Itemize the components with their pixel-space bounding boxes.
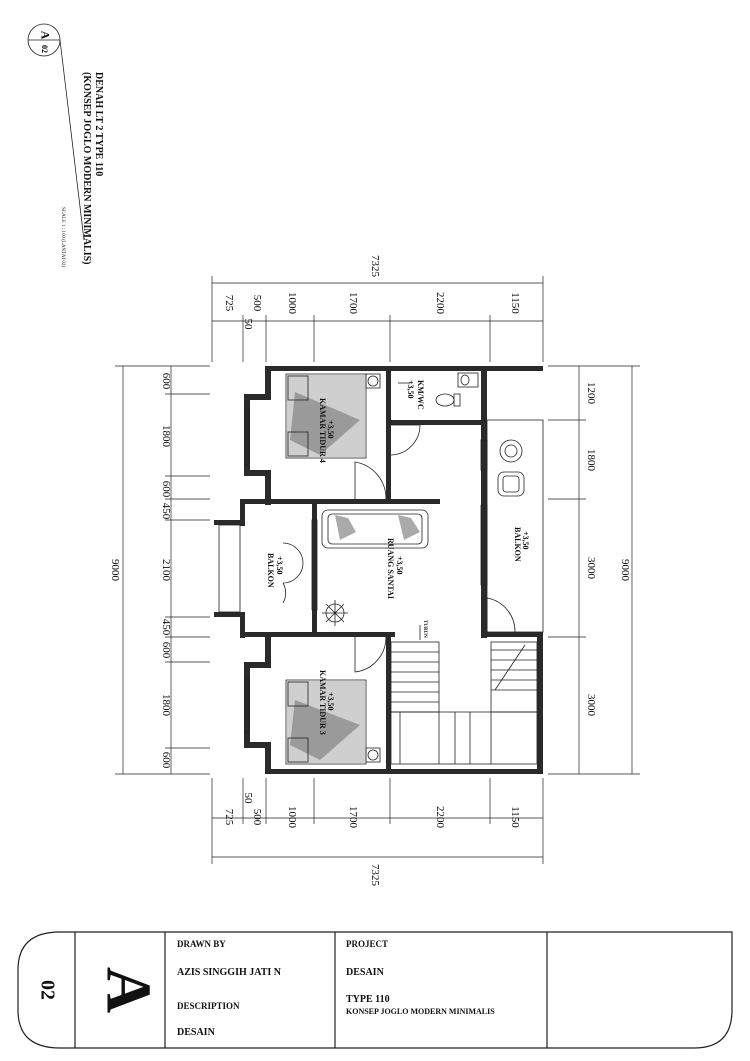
walls xyxy=(214,366,543,774)
label-balkon-right: BALKON xyxy=(513,527,522,562)
dim-bottom-seg-7: 1150 xyxy=(509,806,521,828)
dim-bottom-seg-1: 725 xyxy=(223,809,235,826)
label-ruang-santai: RUANG SANTAI xyxy=(386,538,395,599)
dim-bottom-seg-4: 1000 xyxy=(286,806,298,829)
dimensions-right: 9000 1200 1800 3000 3000 xyxy=(548,365,640,775)
description-label: DESCRIPTION xyxy=(177,1001,240,1011)
level-balkon-left: +3,50 xyxy=(275,556,284,575)
dim-bottom-seg-2: 500 xyxy=(251,809,263,826)
sheet-tag: A 02 xyxy=(27,23,85,241)
dim-right-seg-3: 3000 xyxy=(585,557,597,580)
dim-left-seg-8: 1800 xyxy=(160,694,172,717)
dim-bottom-overall: 7325 xyxy=(369,864,381,887)
dim-top-overall: 7325 xyxy=(369,255,381,278)
doors xyxy=(282,424,516,673)
description-value: DESAIN xyxy=(177,1027,216,1038)
level-ruang-santai: +3,50 xyxy=(395,556,404,575)
dim-bottom-seg-5: 1700 xyxy=(347,806,359,829)
dim-top-seg-3: 50 xyxy=(242,319,254,331)
scale-note: SCALE 1 : 100 (LANTAI 02) xyxy=(60,207,65,267)
project-line-2: TYPE 110 xyxy=(346,994,390,1005)
dim-top-seg-1: 725 xyxy=(223,295,235,312)
dim-left-seg-7: 600 xyxy=(160,642,172,659)
title-line-2: (KONSEP JOGLO MODERN MINIMALIS) xyxy=(81,72,92,265)
level-kamar-tidur-3: +3,50 xyxy=(326,692,335,711)
project-line-3: KONSEP JOGLO MODERN MINIMALIS xyxy=(346,1007,495,1016)
dim-left-seg-9: 600 xyxy=(160,752,172,769)
sheet-title: DENAH LT 2 TYPE 110 (KONSEP JOGLO MODERN… xyxy=(60,72,104,267)
dimensions-top: 7325 725 500 50 1000 1700 2200 1150 xyxy=(211,255,544,362)
dim-right-seg-2: 1800 xyxy=(585,449,597,472)
dim-bottom-seg-3: 50 xyxy=(242,793,254,805)
dim-top-seg-6: 2200 xyxy=(434,292,446,315)
floor-plan: KAMAR TIDUR 4 +3,50 KM/WC +3,50 BALKON +… xyxy=(109,255,640,887)
dimensions-left: 9000 600 1800 600 450 2100 450 600 1800 … xyxy=(109,365,210,775)
dim-top-seg-7: 1150 xyxy=(509,292,521,314)
dim-top-seg-2: 500 xyxy=(251,295,263,312)
dimensions-bottom: 7325 725 500 50 1000 1700 2200 1150 xyxy=(211,778,544,887)
dim-left-seg-5: 2100 xyxy=(160,559,172,582)
dim-left-seg-2: 1800 xyxy=(160,425,172,448)
bathroom-fixtures xyxy=(398,372,479,407)
label-stair-turun: TURUN xyxy=(422,620,427,638)
dim-left-seg-4: 450 xyxy=(160,503,172,520)
drawn-by-label: DRAWN BY xyxy=(177,939,226,949)
bed-kamar-3 xyxy=(285,679,381,765)
label-balkon-left: BALKON xyxy=(266,553,275,588)
sofa-ruang-santai xyxy=(321,509,429,626)
dim-bottom-seg-6: 2200 xyxy=(434,806,446,829)
project-label: PROJECT xyxy=(346,939,388,949)
dim-left-seg-1: 600 xyxy=(160,373,172,390)
dim-top-seg-5: 1700 xyxy=(347,292,359,315)
level-kamar-tidur-4: +3,50 xyxy=(326,420,335,439)
label-kamar-tidur-3: KAMAR TIDUR 3 xyxy=(318,670,327,735)
dim-right-seg-1: 1200 xyxy=(585,382,597,405)
dim-top-seg-4: 1000 xyxy=(286,292,298,315)
title-line-1: DENAH LT 2 TYPE 110 xyxy=(93,72,104,176)
level-balkon-right: +3,50 xyxy=(521,531,530,550)
dim-left-seg-6: 450 xyxy=(160,619,172,636)
project-line-1: DESAIN xyxy=(346,967,385,978)
dim-left-overall: 9000 xyxy=(109,559,121,582)
stairs xyxy=(390,625,538,765)
drawn-by-value: AZIS SINGGIH JATI N xyxy=(177,967,282,978)
windows xyxy=(244,409,488,734)
bed-kamar-4 xyxy=(285,373,381,459)
tag-number: 02 xyxy=(40,45,49,53)
dim-left-seg-3: 600 xyxy=(160,481,172,498)
title-block-letter: A xyxy=(93,967,164,1013)
label-kamar-tidur-4: KAMAR TIDUR 4 xyxy=(318,398,327,463)
title-block-number: 02 xyxy=(36,980,58,1000)
dim-right-seg-4: 3000 xyxy=(585,694,597,717)
balkon-furniture xyxy=(497,439,525,497)
room-labels: KAMAR TIDUR 4 +3,50 KM/WC +3,50 BALKON +… xyxy=(266,380,530,735)
tag-letter: A xyxy=(38,31,52,40)
title-block: 02 A DRAWN BY AZIS SINGGIH JATI N DESCRI… xyxy=(17,931,733,1049)
label-km-wc: KM/WC xyxy=(416,380,425,410)
dim-right-overall: 9000 xyxy=(619,559,631,582)
level-km-wc: +3,50 xyxy=(406,380,415,399)
